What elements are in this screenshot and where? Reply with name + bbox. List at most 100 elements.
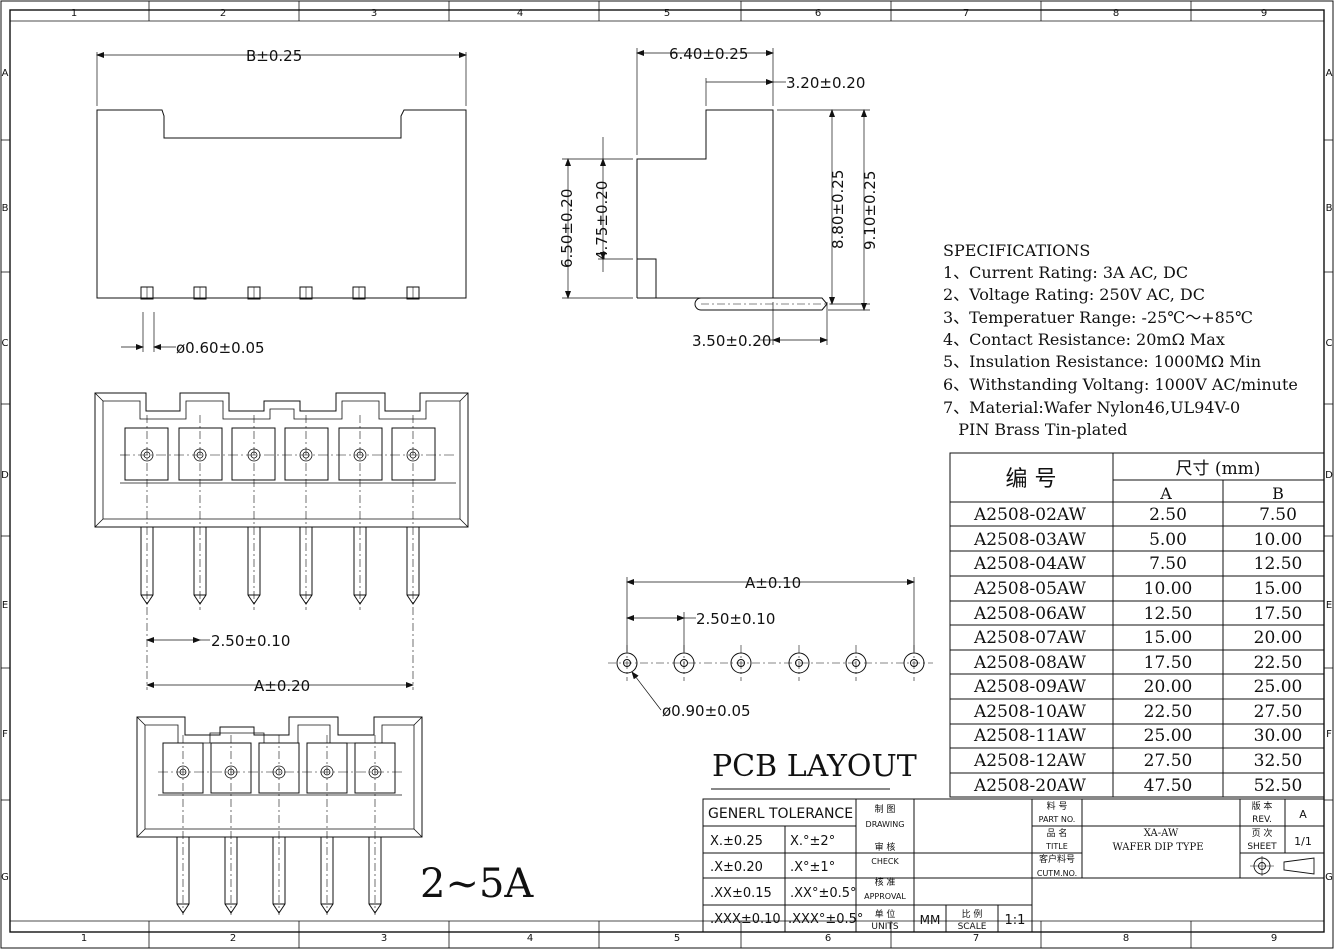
table-cell: 15.00 (1144, 628, 1193, 648)
specifications: SPECIFICATIONS 1、Current Rating: 3A AC, … (943, 241, 1298, 439)
col-label: 6 (815, 8, 821, 19)
five-pin-view (136, 716, 423, 915)
row-label: C (1326, 338, 1333, 349)
table-cell: A2508-06AW (973, 604, 1087, 624)
approval-label-cn: 核 准 (875, 876, 896, 888)
tolerance-linear: .XXX±0.10 (710, 912, 781, 927)
current-note: 2~5A (420, 861, 534, 907)
dim-a-label: A±0.20 (254, 677, 310, 695)
spec-line: 2、Voltage Rating: 250V AC, DC (943, 285, 1205, 304)
table-cell: A2508-05AW (973, 579, 1087, 599)
check-label-en: CHECK (871, 857, 899, 866)
spec-line: 4、Contact Resistance: 20mΩ Max (943, 330, 1225, 349)
cutm-label-cn: 客户料号 (1039, 853, 1075, 865)
table-header-a: A (1159, 484, 1172, 503)
tolerance-angular: .XXX°±0.5° (788, 912, 863, 927)
table-cell: A2508-03AW (973, 530, 1087, 550)
tolerance-linear: .XX±0.15 (710, 886, 772, 901)
col-label: 8 (1123, 933, 1129, 944)
table-cell: 12.50 (1144, 604, 1193, 624)
frame-zone-labels: 1 2 3 4 5 6 7 8 9 1 2 3 4 5 6 7 8 9 A B … (1, 8, 1333, 944)
row-label: E (2, 600, 8, 611)
dim-pcb-a-label: A±0.10 (745, 574, 801, 592)
col-label: 4 (527, 933, 533, 944)
tolerance-header: GENERL TOLERANCE (708, 806, 853, 822)
partno-label-cn: 料 号 (1047, 800, 1068, 812)
dim-640-label: 6.40±0.25 (669, 45, 748, 63)
row-label: B (1326, 203, 1333, 214)
title-value-line1: XA-AW (1144, 828, 1179, 839)
table-cell: 10.00 (1254, 530, 1303, 550)
approval-label-en: APPROVAL (864, 892, 906, 901)
table-cell: A2508-07AW (973, 628, 1087, 648)
col-label: 6 (825, 933, 831, 944)
dim-pcb-pitch-label: 2.50±0.10 (696, 610, 775, 628)
table-cell: 52.50 (1254, 776, 1303, 796)
col-label: 5 (674, 933, 680, 944)
table-cell: A2508-04AW (973, 554, 1087, 574)
col-label: 4 (517, 8, 523, 19)
col-label: 5 (664, 8, 670, 19)
front-view (96, 52, 467, 352)
table-cell: 7.50 (1149, 554, 1187, 574)
table-cell: A2508-20AW (973, 776, 1087, 796)
units-label-en: UNITS (871, 922, 898, 932)
tolerance-linear: X.±0.25 (710, 834, 763, 849)
col-label: 1 (81, 933, 87, 944)
table-cell: 12.50 (1254, 554, 1303, 574)
scale-label-en: SCALE (958, 922, 987, 932)
row-label: G (1325, 872, 1333, 883)
rev-label-cn: 版 本 (1252, 800, 1273, 812)
spec-line: 5、Insulation Resistance: 1000MΩ Min (943, 352, 1261, 371)
projection-symbol-icon (1250, 856, 1315, 876)
rev-value: A (1299, 808, 1307, 821)
table-cell: 10.00 (1144, 579, 1193, 599)
sheet-value: 1/1 (1294, 835, 1312, 848)
sheet-label-en: SHEET (1247, 842, 1277, 852)
pcb-layout (608, 577, 933, 790)
tolerance-linear: .X±0.20 (710, 860, 763, 875)
partno-label-en: PART NO. (1039, 815, 1076, 824)
table-cell: 25.00 (1144, 726, 1193, 746)
table-cell: 7.50 (1259, 505, 1297, 525)
col-label: 2 (220, 8, 226, 19)
row-label: D (1, 470, 9, 481)
scale-label-cn: 比 例 (962, 908, 983, 920)
table-cell: A2508-08AW (973, 653, 1087, 673)
table-cell: A2508-10AW (973, 702, 1087, 722)
spec-line: 1、Current Rating: 3A AC, DC (943, 263, 1188, 282)
col-label: 9 (1261, 8, 1267, 19)
drawing-label-en: DRAWING (866, 820, 905, 829)
table-cell: 17.50 (1254, 604, 1303, 624)
sheet-label-cn: 页 次 (1252, 827, 1273, 839)
dim-350-label: 3.50±0.20 (692, 332, 771, 350)
table-cell: 25.00 (1254, 677, 1303, 697)
col-label: 7 (963, 8, 969, 19)
dim-880-label: 8.80±0.25 (829, 170, 847, 249)
table-cell: A2508-02AW (973, 505, 1087, 525)
title-value-line2: WAFER DIP TYPE (1112, 842, 1203, 853)
title-block (702, 798, 1325, 933)
table-cell: 27.50 (1254, 702, 1303, 722)
col-label: 3 (371, 8, 377, 19)
table-cell: A2508-09AW (973, 677, 1087, 697)
table-cell: 2.50 (1149, 505, 1187, 525)
dim-320-label: 3.20±0.20 (786, 74, 865, 92)
tolerance-angular: X.°±2° (790, 834, 835, 849)
spec-line: 7、Material:Wafer Nylon46,UL94V-0 (943, 398, 1240, 417)
table-cell: 32.50 (1254, 751, 1303, 771)
units-value: MM (920, 913, 941, 927)
dim-910-label: 9.10±0.25 (861, 171, 879, 250)
table-header-dim: 尺寸 (mm) (1176, 459, 1261, 479)
table-cell: 20.00 (1144, 677, 1193, 697)
cutm-label-en: CUTM.NO. (1037, 869, 1077, 878)
row-label: C (2, 338, 9, 349)
tolerance-angular: .XX°±0.5° (790, 886, 857, 901)
units-label-cn: 单 位 (875, 908, 896, 920)
table-header-part: 编 号 (1006, 467, 1057, 492)
row-label: A (2, 68, 9, 79)
dim-650-label: 6.50±0.20 (558, 189, 576, 268)
dim-pin-diameter-label: ø0.60±0.05 (176, 339, 265, 357)
